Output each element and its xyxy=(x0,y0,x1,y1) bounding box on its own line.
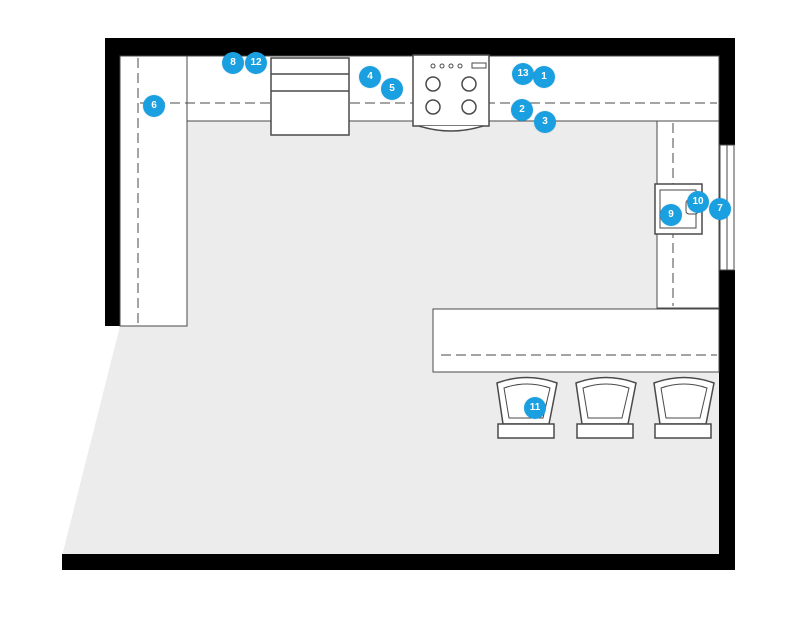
wall-top xyxy=(105,38,735,56)
floor-area xyxy=(62,55,722,556)
marker-13[interactable]: 13 xyxy=(512,63,534,85)
marker-2[interactable]: 2 xyxy=(511,99,533,121)
stove xyxy=(412,54,490,132)
marker-5[interactable]: 5 xyxy=(381,78,403,100)
wall-bottom xyxy=(62,554,735,570)
wall-left xyxy=(105,38,120,326)
marker-3[interactable]: 3 xyxy=(534,111,556,133)
marker-1[interactable]: 1 xyxy=(533,66,555,88)
marker-10[interactable]: 10 xyxy=(687,191,709,213)
marker-7[interactable]: 7 xyxy=(709,198,731,220)
marker-9[interactable]: 9 xyxy=(660,204,682,226)
wall-right-upper xyxy=(719,38,735,145)
dishwasher xyxy=(270,57,350,136)
marker-8[interactable]: 8 xyxy=(222,52,244,74)
stool xyxy=(653,376,715,439)
island xyxy=(432,308,720,373)
marker-6[interactable]: 6 xyxy=(143,95,165,117)
wall-right-lower xyxy=(719,270,735,570)
marker-12[interactable]: 12 xyxy=(245,52,267,74)
marker-11[interactable]: 11 xyxy=(524,397,546,419)
stool xyxy=(575,376,637,439)
marker-4[interactable]: 4 xyxy=(359,66,381,88)
